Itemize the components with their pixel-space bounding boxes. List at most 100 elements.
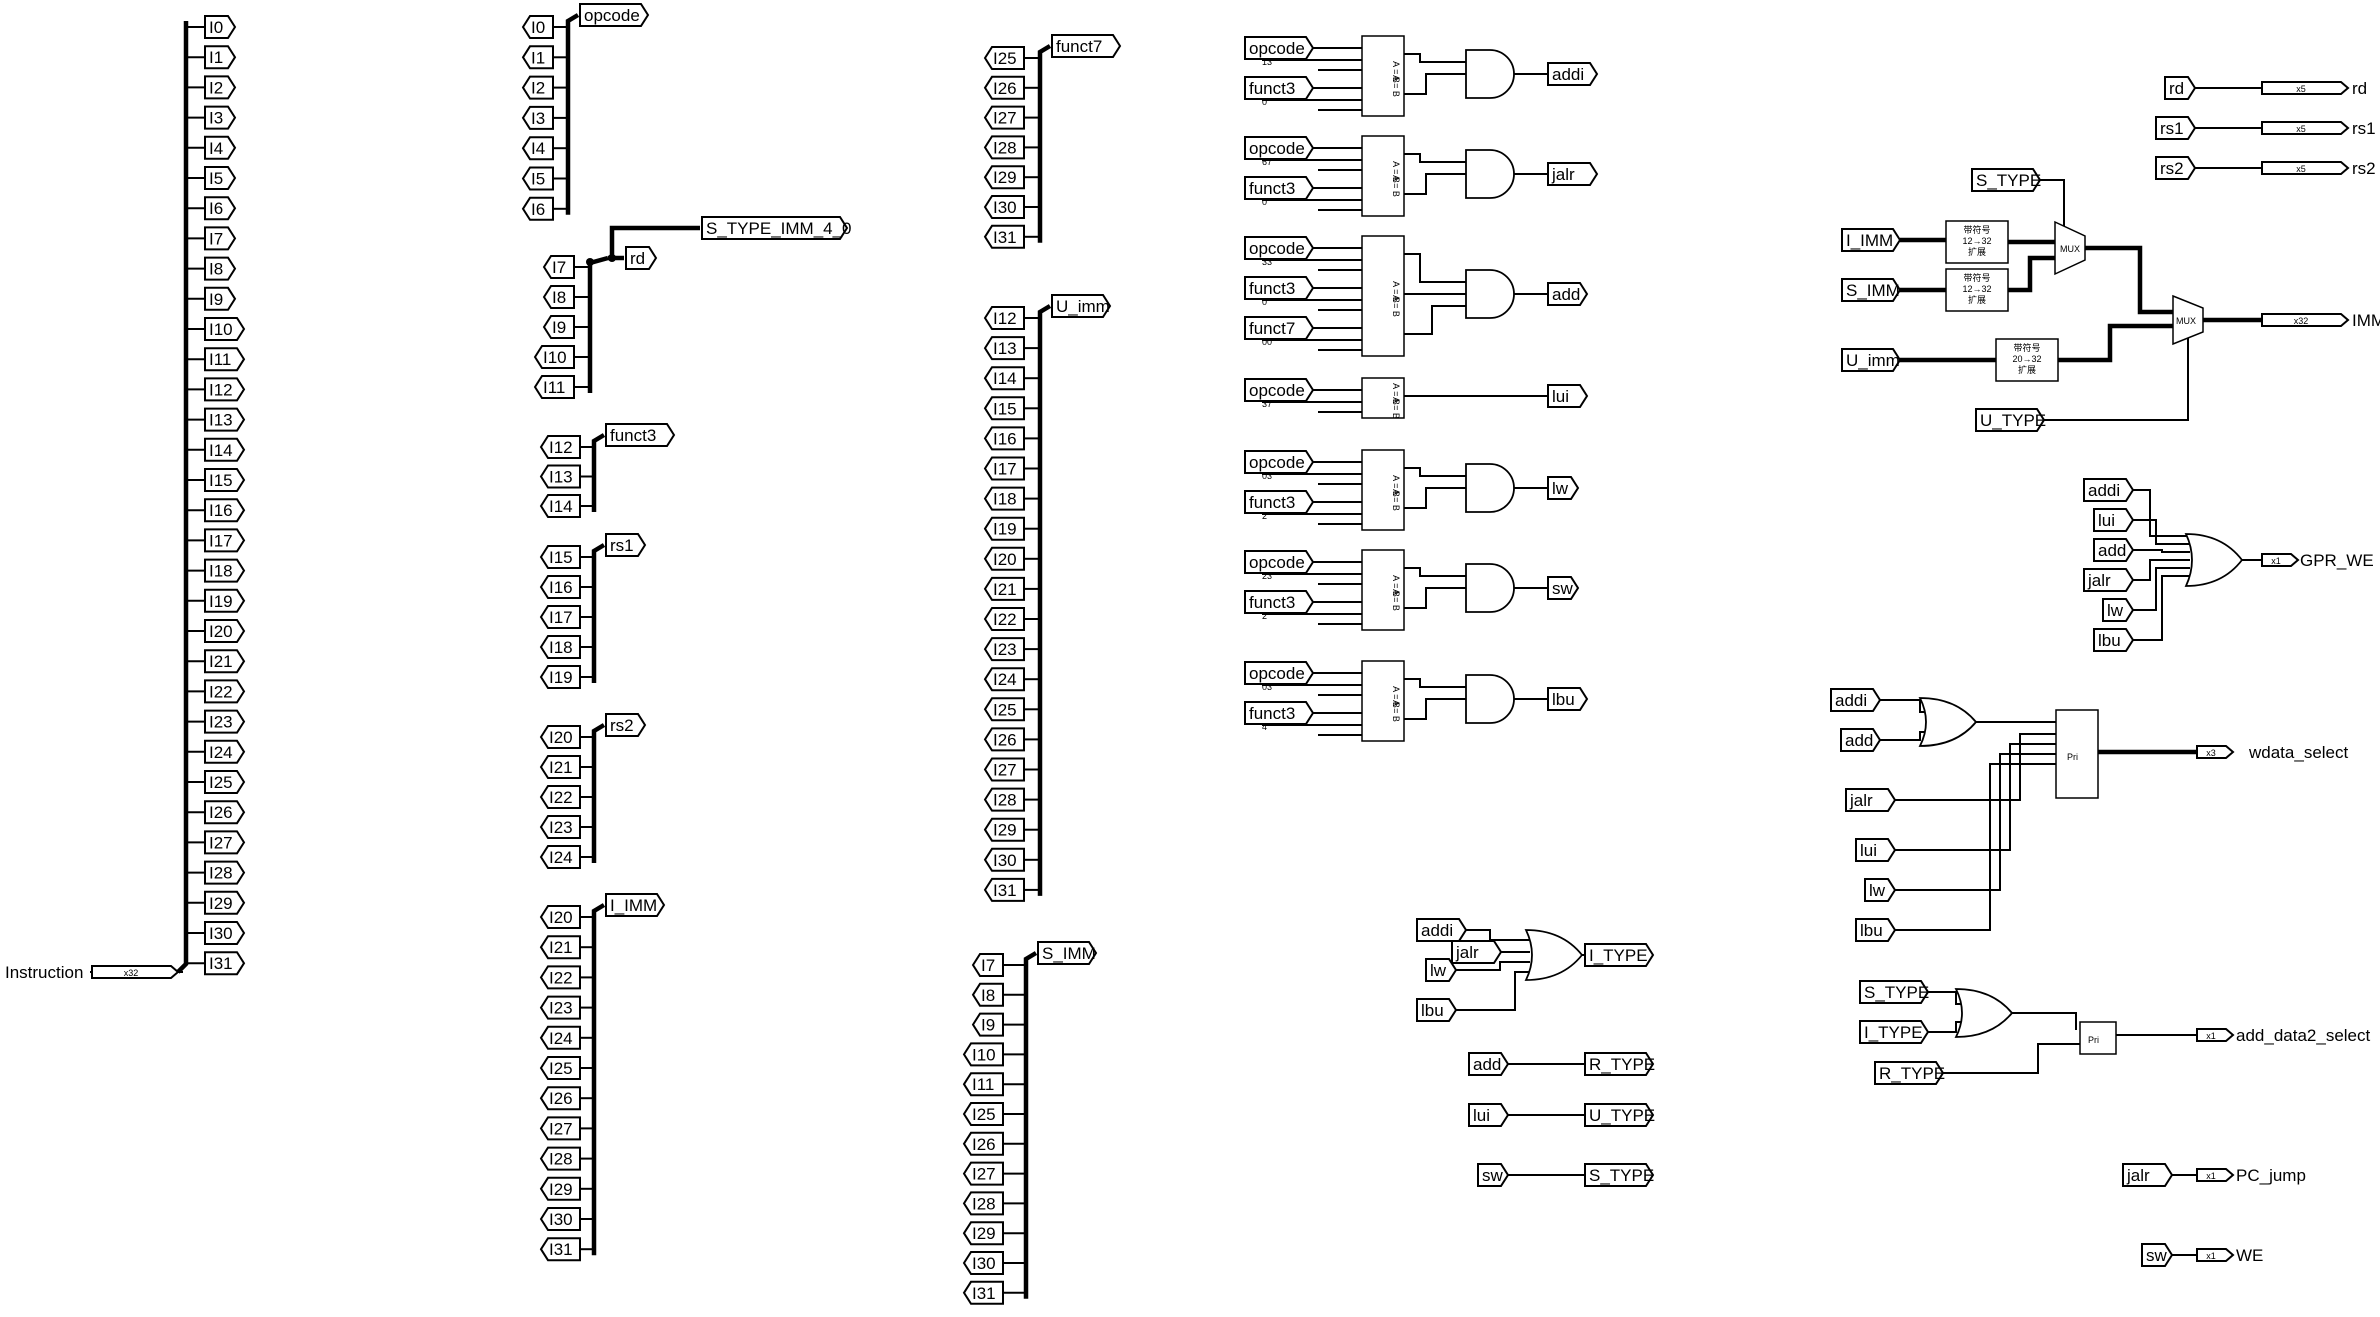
decoder-output-lw[interactable] (1547, 476, 1580, 500)
type-in-add[interactable] (1468, 1052, 1510, 1076)
bit-tunnel-i28[interactable] (204, 860, 246, 885)
field-i-imm-output[interactable] (605, 893, 666, 917)
bit-tunnel-i9[interactable] (204, 286, 237, 311)
mux-1[interactable] (2054, 220, 2086, 276)
bit-tunnel-i26[interactable] (204, 800, 246, 825)
i-type-in-jalr[interactable] (1451, 940, 1503, 964)
decoder-input-lui-opcode[interactable] (1244, 378, 1315, 402)
decoder-output-sw[interactable] (1547, 576, 1580, 600)
bit-tunnel-i12[interactable] (204, 377, 246, 402)
bit-tunnel-i11[interactable] (204, 347, 246, 372)
bit-tunnel-i3[interactable] (204, 105, 237, 130)
add-data2-in-s-type[interactable] (1859, 980, 1930, 1004)
type-output-U_TYPE[interactable] (1584, 1103, 1655, 1127)
decoder-output-lbu[interactable] (1547, 687, 1589, 711)
decoder-input-lbu-funct3[interactable] (1244, 701, 1315, 725)
bit-tunnel-i24[interactable] (204, 739, 246, 764)
bit-tunnel-i23[interactable] (204, 709, 246, 734)
bit-tunnel-i10[interactable] (204, 317, 246, 341)
reg-in-rs2[interactable] (2155, 156, 2197, 180)
reg-in-rs1[interactable] (2155, 116, 2197, 140)
i-type-in-lw[interactable] (1425, 958, 1458, 982)
type-in-sw[interactable] (1477, 1163, 1510, 1187)
imm-sel-s-type[interactable] (1971, 168, 2042, 192)
decoder-output-lui[interactable] (1547, 384, 1589, 408)
bit-tunnel-i6[interactable] (204, 196, 237, 221)
pc-jump-in[interactable] (2122, 1163, 2174, 1187)
bit-tunnel-i15[interactable] (204, 468, 246, 492)
field-rs2-output[interactable] (605, 713, 647, 737)
imm-sel-u-type[interactable] (1975, 408, 2046, 432)
decoder-input-sw-opcode[interactable] (1244, 550, 1315, 574)
type-in-lui[interactable] (1468, 1103, 1510, 1127)
gpr-we-in-add[interactable] (2093, 538, 2135, 562)
add-data2-in-r-type[interactable] (1874, 1061, 1945, 1085)
wdata-in-addi[interactable] (1830, 688, 1882, 712)
decoder-output-jalr[interactable] (1547, 162, 1599, 186)
bit-tunnel-i18[interactable] (204, 558, 246, 583)
add-data2-in-i-type[interactable] (1859, 1020, 1930, 1044)
type-output-R_TYPE[interactable] (1584, 1052, 1655, 1076)
bit-tunnel-i25[interactable] (204, 770, 246, 794)
i-type-in-addi[interactable] (1416, 918, 1468, 942)
bit-tunnel-i17[interactable] (204, 528, 246, 553)
decoder-input-sw-funct3[interactable] (1244, 590, 1315, 614)
we-in[interactable] (2141, 1243, 2174, 1267)
wdata-in-add[interactable] (1840, 728, 1882, 752)
decoder-input-jalr-funct3[interactable] (1244, 176, 1315, 200)
gpr-we-in-jalr[interactable] (2083, 568, 2135, 592)
imm-in-u-imm[interactable] (1841, 348, 1902, 372)
imm-in-i-imm[interactable] (1841, 228, 1902, 252)
wdata-in-lui[interactable] (1855, 838, 1897, 862)
i-type-output[interactable] (1584, 943, 1655, 967)
gpr-we-in-lbu[interactable] (2093, 628, 2135, 652)
gpr-we-in-addi[interactable] (2083, 478, 2135, 502)
decoder-output-add[interactable] (1547, 282, 1589, 306)
field-opcode-output[interactable] (579, 3, 650, 27)
bit-tunnel-i30[interactable] (204, 921, 246, 945)
bit-tunnel-i21[interactable] (204, 649, 246, 674)
bit-tunnel-i2[interactable] (204, 75, 237, 100)
field-rs1-output[interactable] (605, 533, 647, 557)
priority-encoder-add-data2[interactable] (2079, 1021, 2117, 1055)
decoder-input-lw-opcode[interactable] (1244, 450, 1315, 474)
decoder-input-lbu-opcode[interactable] (1244, 661, 1315, 685)
bit-tunnel-i13[interactable] (204, 407, 246, 432)
wdata-in-lw[interactable] (1864, 878, 1897, 902)
field-funct7-output[interactable] (1051, 34, 1122, 58)
bit-tunnel-i1[interactable] (204, 45, 237, 70)
field-u-imm-output[interactable] (1051, 294, 1112, 318)
bit-tunnel-i20[interactable] (204, 619, 246, 643)
type-output-S_TYPE[interactable] (1584, 1163, 1655, 1187)
bit-tunnel-i7[interactable] (204, 226, 237, 251)
wdata-in-jalr[interactable] (1845, 788, 1897, 812)
field-rd-output[interactable] (625, 246, 658, 270)
bit-tunnel-i29[interactable] (204, 890, 246, 915)
bit-tunnel-i31[interactable] (204, 951, 246, 976)
reg-in-rd[interactable] (2164, 76, 2197, 100)
field-s-imm-output[interactable] (1037, 941, 1098, 965)
i-type-in-lbu[interactable] (1416, 998, 1458, 1022)
bit-tunnel-i14[interactable] (204, 437, 246, 462)
decoder-output-addi[interactable] (1547, 62, 1599, 86)
decoder-input-jalr-opcode[interactable] (1244, 136, 1315, 160)
bit-tunnel-i8[interactable] (204, 256, 237, 281)
imm-in-s-imm[interactable] (1841, 278, 1902, 302)
bit-tunnel-i19[interactable] (204, 588, 246, 613)
decoder-input-lw-funct3[interactable] (1244, 490, 1315, 514)
mux-2[interactable] (2172, 294, 2204, 346)
decoder-input-addi-funct3[interactable] (1244, 76, 1315, 100)
decoder-input-addi-opcode[interactable] (1244, 36, 1315, 60)
bit-tunnel-i16[interactable] (204, 498, 246, 523)
decoder-input-add-funct7[interactable] (1244, 316, 1315, 340)
bit-tunnel-i5[interactable] (204, 166, 237, 190)
gpr-we-in-lui[interactable] (2093, 508, 2135, 532)
decoder-input-add-opcode[interactable] (1244, 236, 1315, 260)
bit-tunnel-i22[interactable] (204, 679, 246, 704)
wdata-in-lbu[interactable] (1855, 918, 1897, 942)
priority-encoder-wdata[interactable] (2055, 709, 2099, 799)
bit-tunnel-i0[interactable] (204, 15, 237, 39)
field-funct3-output[interactable] (605, 423, 676, 447)
bit-tunnel-i27[interactable] (204, 830, 246, 855)
